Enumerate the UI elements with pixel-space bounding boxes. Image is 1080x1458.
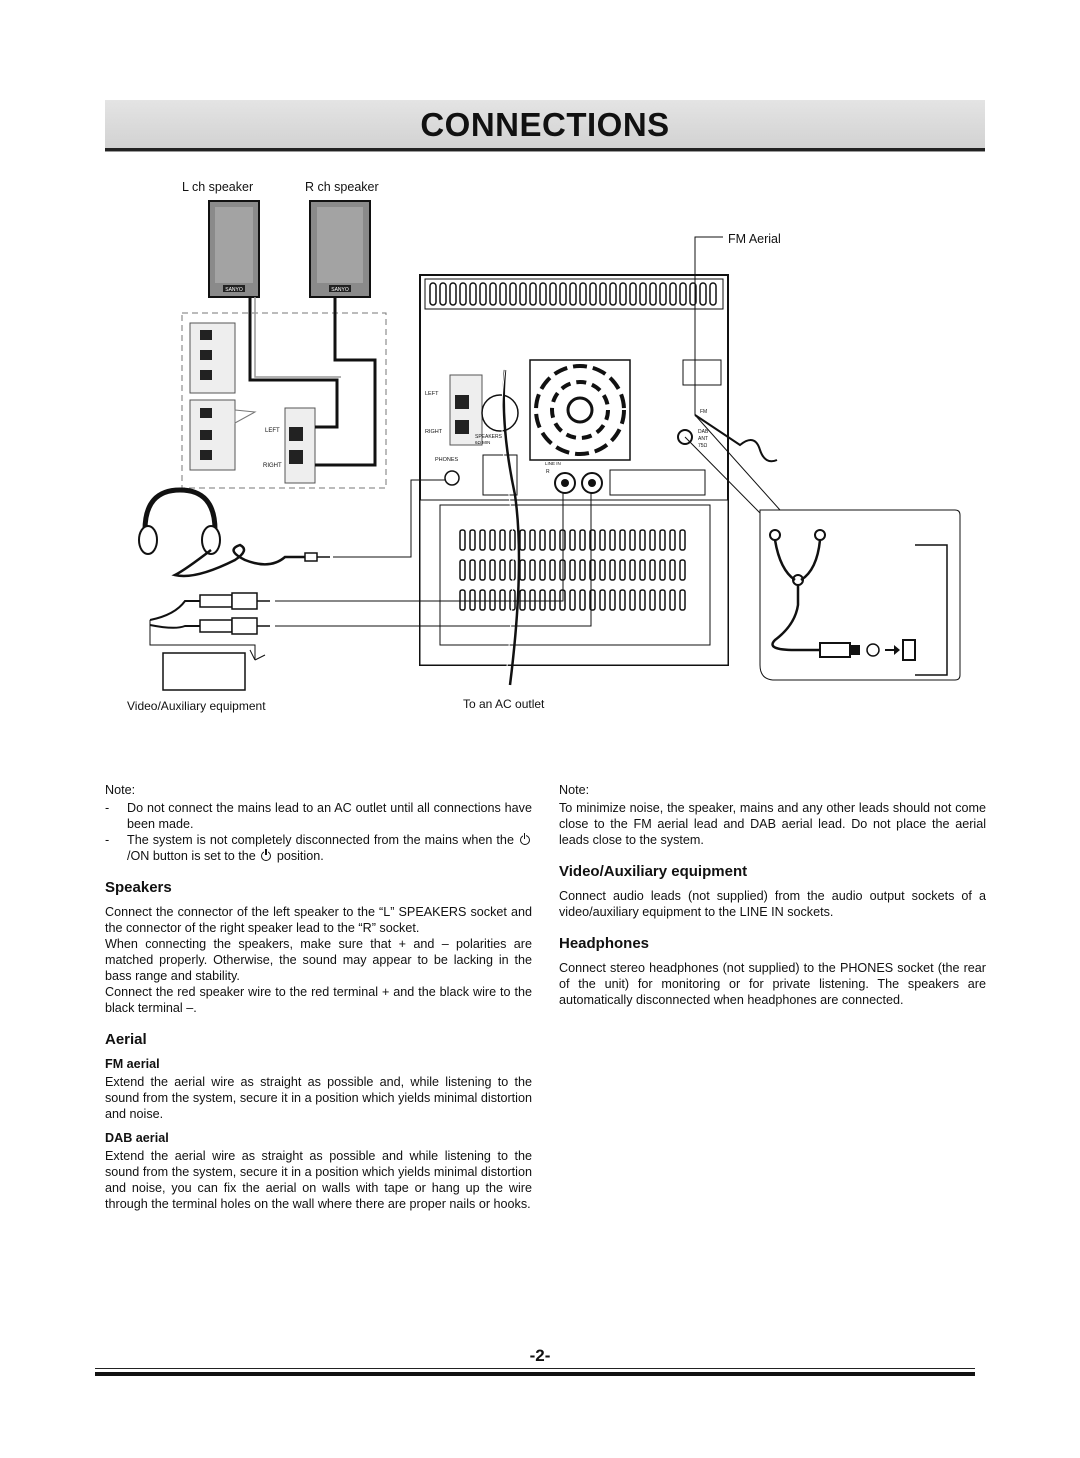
page-title: CONNECTIONS [420, 106, 670, 143]
fm-aerial-label: FM Aerial [728, 232, 781, 246]
note-label: Note: [105, 783, 136, 797]
note-label: Note: [559, 783, 590, 797]
dab-label: DAB [698, 429, 709, 435]
note-item: The system is not completely disconnecte… [105, 832, 532, 864]
dab-aerial-paragraph: Extend the aerial wire as straight as po… [105, 1149, 532, 1211]
power-icon [520, 833, 530, 845]
headphones-paragraph: Connect stereo headphones (not supplied)… [559, 961, 986, 1007]
page-number: -2- [529, 1346, 551, 1365]
phones-socket [444, 470, 460, 486]
speakers-paragraph: When connecting the speakers, make sure … [105, 937, 532, 983]
note-item-tail-a: /ON button is set to the [127, 849, 256, 863]
video-aux-label: Video/Auxiliary equipment [127, 699, 266, 713]
note-list: Do not connect the mains lead to an AC o… [105, 800, 532, 864]
speakers-paragraph: Connect the connector of the left speake… [105, 905, 532, 935]
impedance-label: 6Ω MIN [475, 440, 490, 445]
fm-aerial-paragraph: Extend the aerial wire as straight as po… [105, 1075, 532, 1121]
main-unit-rear: LEFT RIGHT SPEAKERS 6Ω MIN PHONES LINE I… [419, 274, 729, 666]
note-item-text: The system is not completely disconnecte… [127, 833, 514, 847]
speakers-label: SPEAKERS [475, 434, 503, 440]
left-column: Note: Do not connect the mains lead to a… [105, 782, 532, 1212]
video-aux-heading: Video/Auxiliary equipment [559, 863, 748, 880]
right-label: RIGHT [425, 429, 443, 435]
aerial-heading: Aerial [105, 1031, 147, 1048]
dab-aerial-heading: DAB aerial [105, 1131, 169, 1145]
speaker-brand: SANYO [225, 287, 243, 293]
note-item: Do not connect the mains lead to an AC o… [105, 800, 532, 832]
footer-rule-thick [95, 1372, 975, 1376]
phones-label: PHONES [435, 457, 459, 463]
r-speaker-label: R ch speaker [305, 180, 379, 194]
left-label: LEFT [425, 391, 439, 397]
ohm-label: 75Ω [698, 443, 708, 449]
left-label: LEFT [265, 428, 280, 434]
right-column: Note: To minimize noise, the speaker, ma… [559, 782, 986, 1008]
note-item-tail-b: position. [276, 849, 324, 863]
ac-outlet-label: To an AC outlet [463, 697, 545, 711]
right-label: RIGHT [263, 463, 282, 469]
right-speaker: SANYO [309, 200, 371, 298]
fan-grille [529, 359, 631, 461]
rca-leads [149, 592, 270, 635]
ant-label: ANT [698, 436, 708, 442]
unit-speaker-socket [284, 407, 316, 484]
line-in-label: LINE IN [545, 461, 561, 466]
note-paragraph: To minimize noise, the speaker, mains an… [559, 801, 986, 847]
left-speaker: SANYO [208, 200, 260, 298]
speakers-paragraph: Connect the red speaker wire to the red … [105, 985, 532, 1015]
power-icon [261, 849, 272, 861]
video-aux-paragraph: Connect audio leads (not supplied) from … [559, 889, 986, 919]
footer-rule [95, 1368, 975, 1369]
terminal-detail-box [181, 312, 387, 489]
connection-diagram: L ch speaker R ch speaker SANYO SANYO LE… [105, 165, 985, 725]
speaker-brand: SANYO [331, 287, 349, 293]
headphones-heading: Headphones [559, 935, 650, 952]
dab-aerial-detail [759, 509, 961, 681]
video-aux-box [162, 652, 246, 691]
speaker-terminal-block [189, 399, 236, 471]
speaker-terminal-block [189, 322, 236, 394]
title-bar: CONNECTIONS [105, 100, 985, 151]
headphones [138, 487, 330, 578]
r-label: R [546, 469, 550, 475]
speakers-heading: Speakers [105, 879, 172, 896]
l-speaker-label: L ch speaker [182, 180, 253, 194]
fm-label: FM [700, 409, 707, 415]
fm-aerial-heading: FM aerial [105, 1057, 160, 1071]
